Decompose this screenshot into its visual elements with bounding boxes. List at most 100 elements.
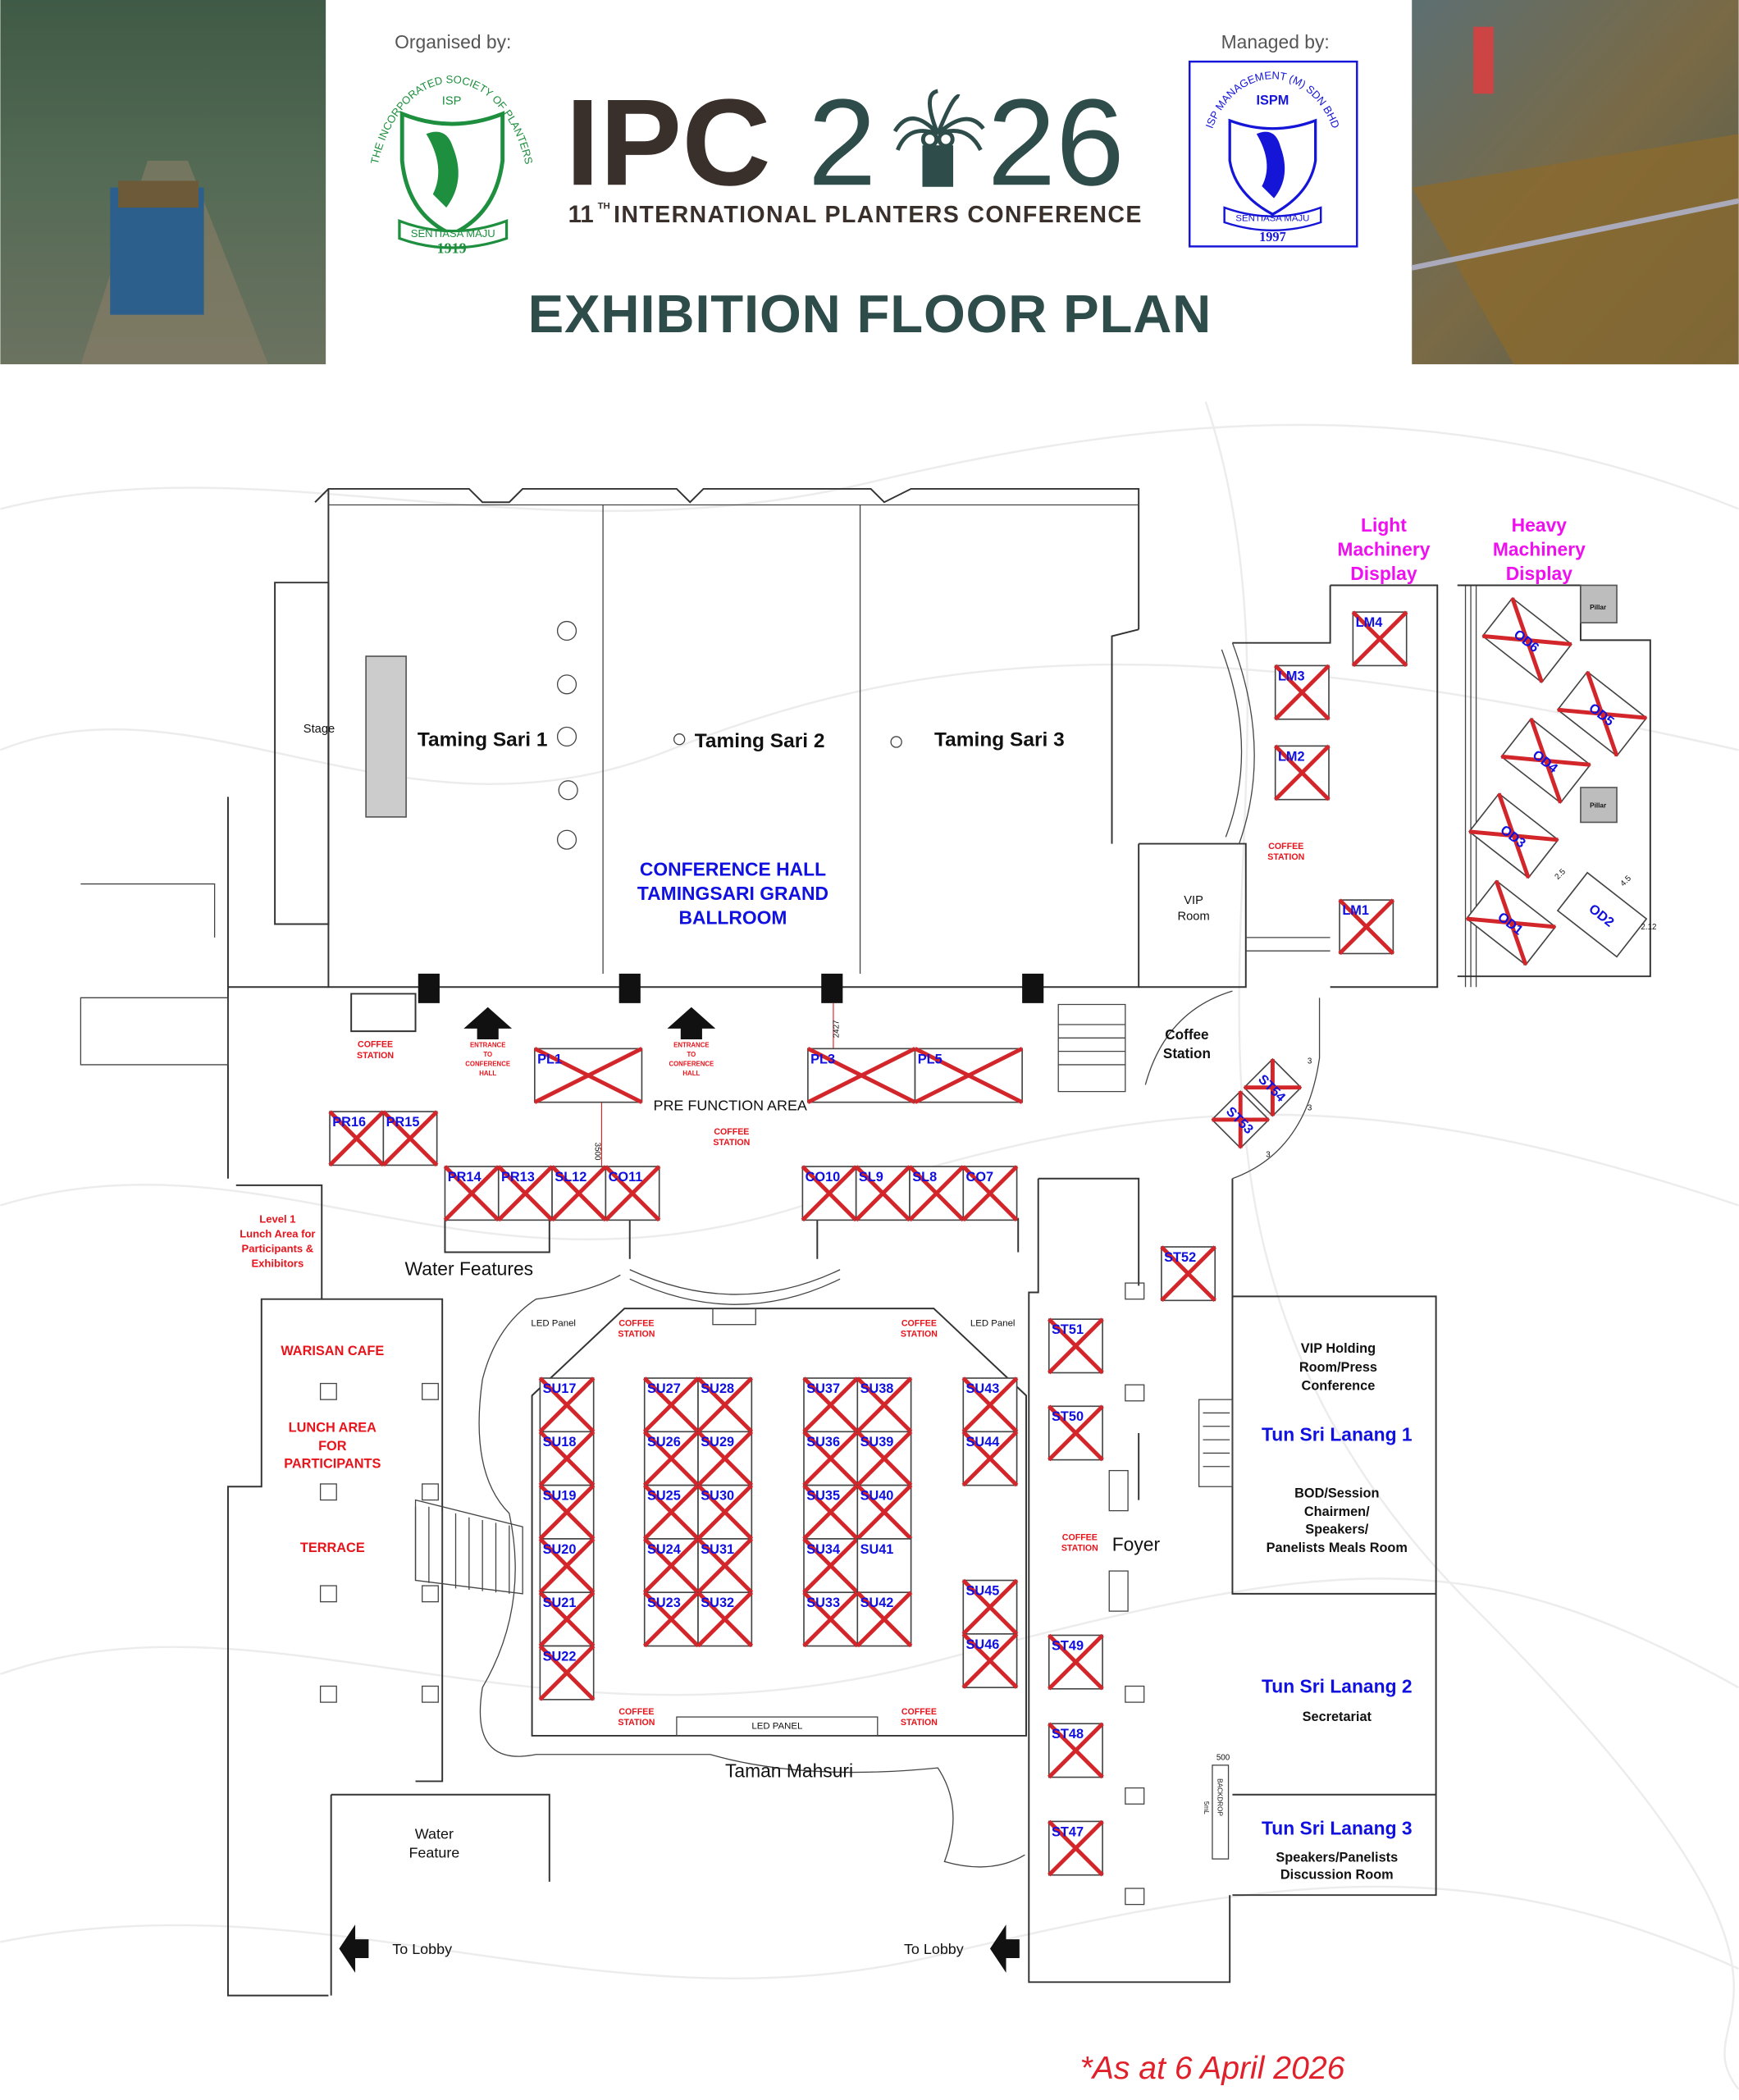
booth-su17[interactable]: SU17: [538, 1376, 596, 1434]
booth-od3[interactable]: OD3: [1468, 792, 1559, 879]
booth-st52[interactable]: ST52: [1160, 1245, 1216, 1303]
booth-su41[interactable]: SU41: [856, 1538, 912, 1594]
sold-cross-mark: [961, 1632, 1019, 1689]
booth-lm2[interactable]: LM2: [1273, 744, 1330, 801]
room-tun-sri-lanang-3: Tun Sri Lanang 3: [1262, 1818, 1413, 1839]
entrance-to-hall-label: CONFERENCE: [669, 1061, 714, 1068]
booth-su24[interactable]: SU24: [642, 1537, 700, 1594]
booth-su33[interactable]: SU33: [802, 1591, 860, 1648]
entrance-to-hall-label: TO: [687, 1051, 696, 1058]
booth-su30[interactable]: SU30: [696, 1483, 754, 1541]
booth-su29[interactable]: SU29: [696, 1430, 754, 1487]
dimension-label: 3: [1308, 1103, 1312, 1112]
sold-cross-mark: [642, 1591, 700, 1648]
booth-label: SU40: [860, 1489, 894, 1504]
booth-su39[interactable]: SU39: [856, 1430, 913, 1487]
booth-label: SL12: [555, 1170, 587, 1185]
logo-ipc-text: IPC: [565, 73, 770, 211]
booth-su38[interactable]: SU38: [856, 1376, 913, 1434]
booth-lm1[interactable]: LM1: [1338, 898, 1395, 956]
conference-ordinal: 11: [568, 201, 594, 228]
booth-co7[interactable]: CO7: [961, 1165, 1019, 1222]
booth-st51[interactable]: ST51: [1048, 1317, 1104, 1375]
backdrop-length: 5mL: [1203, 1801, 1210, 1815]
sold-cross-mark: [642, 1376, 700, 1434]
booth-pr15[interactable]: PR15: [381, 1110, 439, 1167]
room-tun-sri-lanang-1: Tun Sri Lanang 1: [1262, 1424, 1413, 1445]
sold-cross-mark: [550, 1165, 608, 1222]
booth-label: SU44: [966, 1435, 1000, 1449]
pillar-label: Pillar: [1590, 604, 1607, 611]
booth-sl9[interactable]: SL9: [854, 1165, 911, 1222]
booth-su37[interactable]: SU37: [802, 1376, 860, 1434]
booth-su23[interactable]: SU23: [642, 1591, 700, 1648]
booth-od6[interactable]: OD6: [1481, 596, 1572, 683]
booth-su31[interactable]: SU31: [696, 1537, 754, 1594]
entrance-to-hall-label: HALL: [479, 1070, 496, 1077]
booth-su18[interactable]: SU18: [538, 1430, 596, 1487]
booth-label: LM4: [1356, 615, 1383, 630]
booth-st50[interactable]: ST50: [1048, 1404, 1104, 1462]
booth-su40[interactable]: SU40: [856, 1483, 913, 1541]
booth-su43[interactable]: SU43: [961, 1376, 1019, 1434]
booth-su20[interactable]: SU20: [538, 1537, 596, 1594]
light-machinery-label: Display: [1350, 563, 1417, 584]
sold-cross-mark: [1466, 916, 1556, 929]
lunch-area-label: PARTICIPANTS: [284, 1456, 381, 1471]
lunch-area-label: FOR: [318, 1439, 347, 1454]
booth-su19[interactable]: SU19: [538, 1483, 596, 1541]
booth-lm3[interactable]: LM3: [1273, 664, 1330, 721]
booth-lm4[interactable]: LM4: [1351, 610, 1408, 668]
booth-st47[interactable]: ST47: [1048, 1819, 1104, 1877]
booth-su46[interactable]: SU46: [961, 1632, 1019, 1689]
booth-su26[interactable]: SU26: [642, 1430, 700, 1487]
booth-su42[interactable]: SU42: [856, 1591, 913, 1648]
booth-pr16[interactable]: PR16: [328, 1110, 386, 1167]
booth-su21[interactable]: SU21: [538, 1591, 596, 1648]
booth-pl3[interactable]: PL3: [806, 1047, 916, 1104]
booth-su32[interactable]: SU32: [696, 1591, 754, 1648]
booth-od2[interactable]: OD2: [1556, 871, 1648, 958]
booth-su22[interactable]: SU22: [538, 1644, 596, 1701]
plantation-photo: [0, 0, 326, 365]
booth-pr13[interactable]: PR13: [497, 1165, 554, 1222]
booth-st49[interactable]: ST49: [1048, 1633, 1104, 1691]
led-panel-label: LED Panel: [970, 1318, 1016, 1328]
booth-pl5[interactable]: PL5: [914, 1047, 1024, 1104]
to-lobby-link[interactable]: To Lobby: [392, 1941, 452, 1957]
sold-cross-mark: [908, 1165, 965, 1222]
booth-su45[interactable]: SU45: [961, 1578, 1019, 1636]
booth-su36[interactable]: SU36: [802, 1430, 860, 1487]
booth-od4[interactable]: OD4: [1500, 717, 1591, 804]
booth-od5[interactable]: OD5: [1556, 670, 1648, 757]
booth-st53[interactable]: ST53: [1211, 1090, 1271, 1149]
booth-su27[interactable]: SU27: [642, 1376, 700, 1434]
booth-co10[interactable]: CO10: [801, 1165, 858, 1222]
booth-sl12[interactable]: SL12: [550, 1165, 608, 1222]
to-lobby-link[interactable]: To Lobby: [904, 1941, 964, 1957]
sold-cross-mark: [802, 1537, 860, 1594]
booth-su28[interactable]: SU28: [696, 1376, 754, 1434]
to-lobby-arrow-icon: [339, 1924, 369, 1973]
coffee-station-label: STATION: [1267, 852, 1304, 862]
ispm-motto: SENTIASA MAJU: [1235, 213, 1309, 223]
organised-by-label: Organised by:: [395, 31, 511, 52]
sold-cross-mark: [961, 1165, 1019, 1222]
booth-label: SU41: [860, 1542, 894, 1557]
booth-st54[interactable]: ST54: [1243, 1057, 1303, 1117]
booth-su35[interactable]: SU35: [802, 1483, 860, 1541]
building-walls: [80, 487, 1651, 1997]
booth-co11[interactable]: CO11: [604, 1165, 661, 1222]
booth-sl8[interactable]: SL8: [908, 1165, 965, 1222]
booth-pl1[interactable]: PL1: [533, 1047, 643, 1104]
booth-pr14[interactable]: PR14: [443, 1165, 500, 1222]
booth-su44[interactable]: SU44: [961, 1430, 1019, 1487]
booth-su34[interactable]: SU34: [802, 1537, 860, 1594]
coffee-station-label: COFFEE: [1268, 842, 1303, 851]
booth-su25[interactable]: SU25: [642, 1483, 700, 1541]
booth-st48[interactable]: ST48: [1048, 1722, 1104, 1779]
booth-label: PL5: [918, 1052, 943, 1066]
booth-od1[interactable]: OD1: [1465, 879, 1557, 966]
sold-cross-mark: [538, 1591, 596, 1648]
